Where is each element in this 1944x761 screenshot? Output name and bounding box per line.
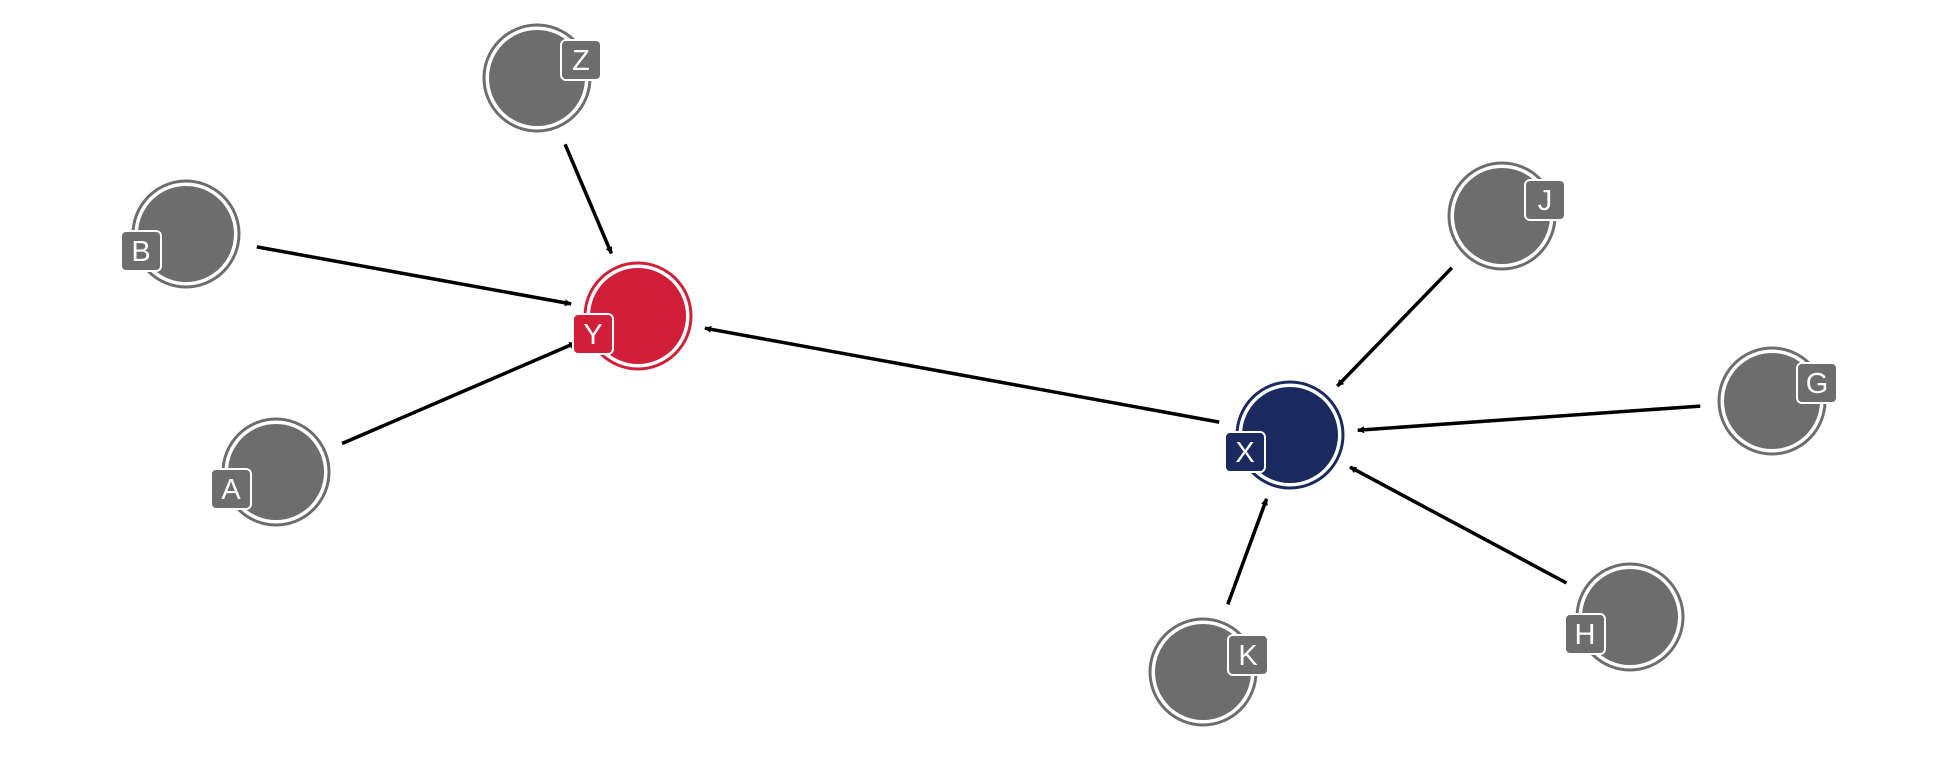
node-label-badge bbox=[120, 230, 162, 272]
node-z[interactable]: Z bbox=[482, 23, 602, 133]
edge-g-to-x bbox=[1357, 404, 1701, 434]
node-b[interactable]: B bbox=[120, 179, 241, 289]
node-label: X bbox=[1235, 437, 1254, 469]
edge-k-to-x bbox=[1226, 498, 1269, 606]
node-label-badge bbox=[1796, 362, 1838, 404]
node-x[interactable]: X bbox=[1224, 380, 1345, 490]
node-y[interactable]: Y bbox=[572, 261, 693, 371]
edge-j-to-x bbox=[1336, 266, 1454, 388]
node-label: J bbox=[1538, 185, 1553, 217]
edge-h-to-x bbox=[1349, 465, 1568, 585]
nodes-layer: Y X Z B A J G H K bbox=[120, 23, 1838, 727]
node-label-badge bbox=[560, 39, 602, 81]
node-j[interactable]: J bbox=[1447, 161, 1566, 271]
edges-layer bbox=[256, 143, 1701, 606]
node-g[interactable]: G bbox=[1717, 346, 1838, 456]
node-label-badge bbox=[1524, 179, 1566, 221]
node-label: K bbox=[1238, 640, 1258, 672]
node-label: A bbox=[221, 474, 241, 506]
node-h[interactable]: H bbox=[1564, 562, 1685, 672]
node-label: H bbox=[1575, 619, 1596, 651]
node-label: G bbox=[1806, 368, 1829, 400]
node-a[interactable]: A bbox=[210, 417, 331, 527]
node-label-badge bbox=[1224, 431, 1266, 473]
node-label-badge bbox=[572, 313, 614, 355]
node-label: Z bbox=[572, 45, 590, 77]
node-label-badge bbox=[1564, 613, 1606, 655]
node-k[interactable]: K bbox=[1148, 617, 1269, 727]
edge-z-to-y bbox=[563, 143, 614, 255]
edge-a-to-y bbox=[341, 341, 577, 446]
node-label: B bbox=[131, 236, 150, 268]
edge-x-to-y bbox=[704, 325, 1220, 424]
edge-b-to-y bbox=[256, 245, 572, 307]
node-label: Y bbox=[583, 319, 602, 351]
node-label-badge bbox=[210, 468, 252, 510]
node-label-badge bbox=[1227, 634, 1269, 676]
